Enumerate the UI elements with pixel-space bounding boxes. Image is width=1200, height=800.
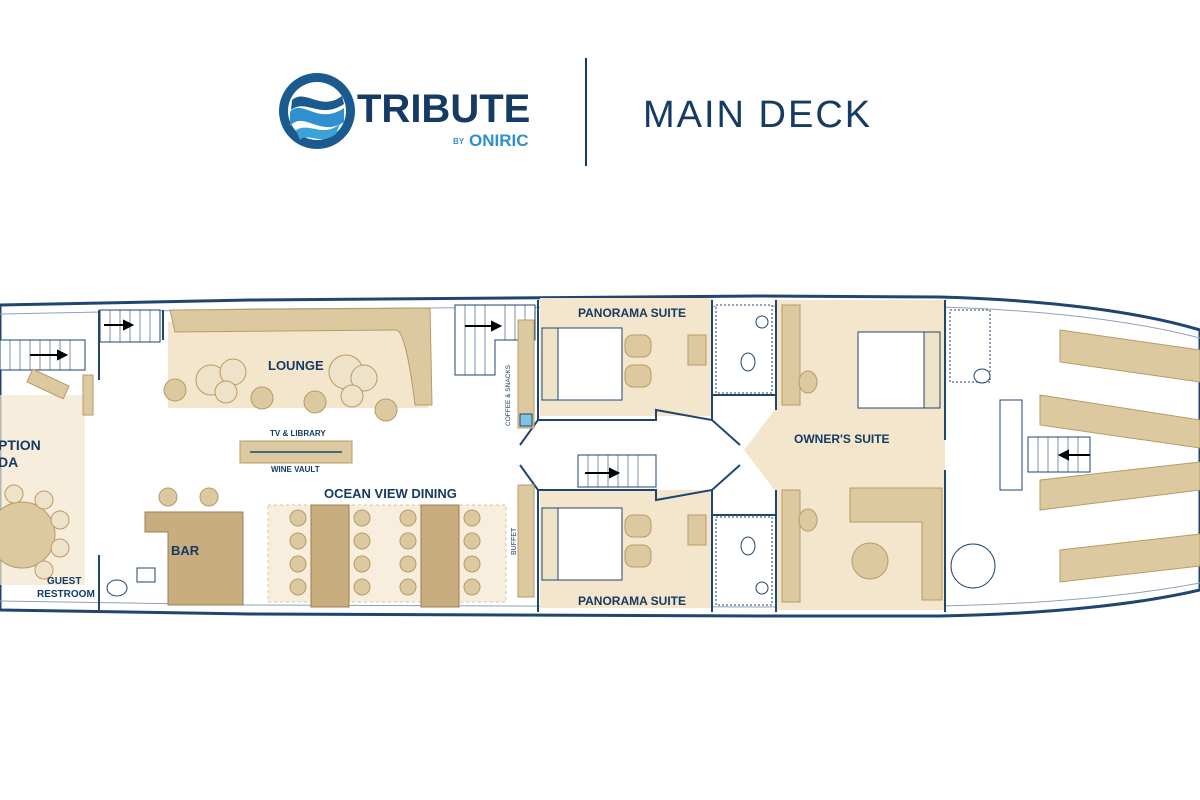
bed-icon	[857, 331, 941, 409]
reception-bench	[26, 368, 70, 400]
logo-wave-icon	[279, 73, 355, 149]
reception-table	[0, 501, 56, 569]
owners-sofa	[849, 487, 943, 601]
bed-icon	[541, 327, 623, 401]
lounge-chairs	[163, 378, 398, 422]
guest-restroom-label-line1: GUEST	[47, 576, 81, 587]
buffet-counter	[517, 484, 535, 598]
panorama-top-chairs	[624, 334, 707, 388]
owners-coffee-table	[851, 542, 889, 580]
panorama-bottom-chairs	[624, 514, 707, 568]
dining-tables	[310, 504, 460, 608]
brand-by: BY	[453, 137, 465, 146]
reception-chairs	[4, 484, 70, 580]
guest-restroom-label-line2: RESTROOM	[37, 589, 95, 600]
interior-walls	[98, 300, 946, 612]
reception-label-line2: DA	[0, 454, 18, 470]
deck-title: MAIN DECK	[643, 94, 872, 136]
brand-name: TRIBUTE	[357, 87, 530, 131]
direction-arrow-icon	[30, 319, 1090, 479]
reception-label-line1: PTION	[0, 437, 41, 453]
bow-sunpads	[1039, 329, 1200, 583]
bar-stools	[158, 487, 219, 507]
owners-chair	[798, 508, 818, 532]
owners-top-cabinet	[781, 304, 801, 406]
bed-icon	[541, 507, 623, 581]
buffet-label: BUFFET	[511, 527, 518, 555]
coffee-sink	[519, 413, 533, 427]
owners-chair-top	[798, 370, 818, 394]
wine-vault-label: WINE VAULT	[271, 465, 320, 474]
sink-icon	[755, 315, 1023, 595]
lounge-tables	[195, 354, 378, 408]
bar-counter	[144, 511, 244, 606]
coffee-snacks-label: COFFEE & SNACKS	[505, 364, 512, 426]
tv-library-label: TV & LIBRARY	[270, 429, 326, 438]
owners-suite-label: OWNER'S SUITE	[794, 432, 890, 446]
coffee-counter	[517, 319, 535, 429]
reception-shelf	[82, 374, 94, 416]
dining-chairs	[289, 509, 481, 596]
brand-sub: ONIRIC	[469, 131, 529, 150]
ocean-view-dining-label: OCEAN VIEW DINING	[324, 486, 457, 501]
toilet-icon	[106, 567, 156, 597]
owners-bottom-cabinet	[781, 489, 801, 603]
bar-label: BAR	[171, 543, 200, 558]
lounge-sofa	[169, 307, 433, 406]
toilet-icon	[740, 352, 996, 589]
panorama-suite-top-label: PANORAMA SUITE	[578, 306, 686, 320]
lounge-label: LOUNGE	[268, 358, 324, 373]
header: TRIBUTE BY ONIRIC MAIN DECK	[279, 58, 872, 166]
panorama-suite-bottom-label: PANORAMA SUITE	[578, 594, 686, 608]
